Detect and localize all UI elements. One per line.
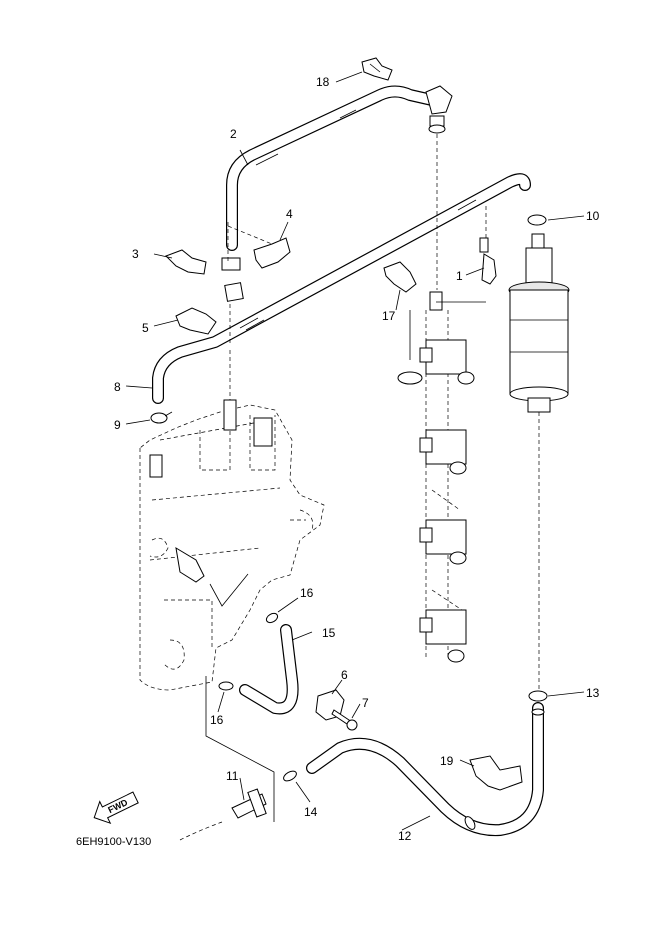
callout-11: 11 <box>226 769 239 783</box>
callout-8: 8 <box>114 380 121 394</box>
clamp-9 <box>150 411 173 424</box>
clip-5 <box>175 307 217 335</box>
clip-18 <box>383 261 417 293</box>
callout-17: 19 <box>440 754 454 768</box>
clamp-13 <box>528 690 548 702</box>
bracket-17 <box>469 755 523 791</box>
joint-11 <box>179 788 267 841</box>
hose-8 <box>152 173 531 404</box>
clip-3 <box>165 249 207 275</box>
leader-lines <box>125 71 585 831</box>
callout-15: 15 <box>322 626 336 640</box>
callout-labels: 18 2 4 3 5 8 9 10 1 17 16 15 6 13 7 16 1… <box>114 75 600 843</box>
callout-10: 10 <box>586 209 600 223</box>
callout-2: 2 <box>230 127 237 141</box>
elbow-fitting <box>425 85 453 134</box>
callout-16-lower: 16 <box>210 713 224 727</box>
callout-18: 17 <box>382 309 396 323</box>
callout-5: 5 <box>142 321 149 335</box>
clamp-14 <box>283 770 297 782</box>
clamp-10 <box>527 214 547 226</box>
hose-joint <box>221 257 244 302</box>
clip-4 <box>253 237 291 269</box>
fuel-pump <box>508 233 570 413</box>
callout-12: 12 <box>398 829 412 843</box>
callout-9: 9 <box>114 418 121 432</box>
callout-3: 3 <box>132 247 139 261</box>
diagram-code: 6EH9100-V130 <box>76 836 151 848</box>
fwd-arrow: FWD <box>93 791 139 825</box>
clamp-16-upper <box>265 612 279 624</box>
hose-15 <box>239 624 299 715</box>
callout-4: 4 <box>286 207 293 221</box>
callout-6: 6 <box>341 668 348 682</box>
callout-7: 7 <box>362 696 369 710</box>
callout-19: 18 <box>316 75 330 89</box>
bolt-7 <box>331 709 358 731</box>
clamp-16-lower <box>218 681 234 691</box>
callout-13: 13 <box>586 686 600 700</box>
fuel-rail-injectors <box>397 291 475 663</box>
clip-19 <box>361 57 393 81</box>
callout-16-upper: 16 <box>300 586 314 600</box>
clip-1 <box>479 237 497 285</box>
callout-14: 14 <box>304 805 318 819</box>
callout-1: 1 <box>456 269 463 283</box>
vapor-separator-block <box>139 399 325 691</box>
hose-12 <box>306 702 545 837</box>
hose-2 <box>226 85 438 251</box>
